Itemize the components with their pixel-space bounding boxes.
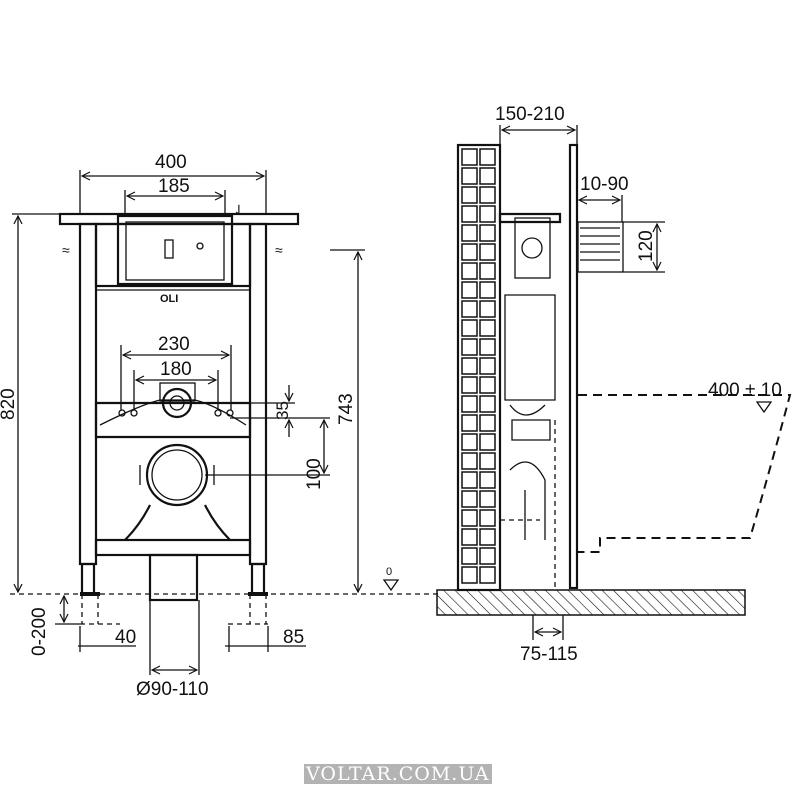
tile [461, 262, 478, 280]
tile [461, 509, 478, 527]
tile [461, 395, 478, 413]
dim-230: 230 [158, 334, 190, 355]
svg-text:≈: ≈ [275, 242, 283, 258]
tile [461, 300, 478, 318]
tile [479, 414, 496, 432]
left-foot [80, 562, 96, 596]
tile [479, 490, 496, 508]
tile [479, 167, 496, 185]
tile [479, 376, 496, 394]
dim-drain-diameter: Ø90-110 [136, 679, 209, 700]
tile [461, 205, 478, 223]
tile [479, 452, 496, 470]
dim-100: 100 [304, 458, 325, 490]
tile [479, 338, 496, 356]
dim-40: 40 [115, 627, 136, 648]
tile [479, 300, 496, 318]
bottom-rail [94, 538, 252, 557]
flush-opening [125, 221, 225, 281]
wall-hung-toilet-outline [578, 394, 792, 553]
brand-logo: OLI [160, 293, 178, 305]
tile [479, 224, 496, 242]
tile [479, 528, 496, 546]
floor-level-label: 0 [386, 566, 392, 578]
tile [479, 357, 496, 375]
tile [479, 566, 496, 584]
cistern-side [504, 294, 556, 401]
dim-85: 85 [283, 627, 304, 648]
watermark: VOLTAR.COM.UA [304, 763, 492, 785]
dim-120: 120 [636, 230, 657, 262]
tile [461, 414, 478, 432]
tile [479, 471, 496, 489]
tile [461, 433, 478, 451]
side-view: 150-210 10-90 120 400 ± 10 75-115 [436, 104, 792, 665]
dim-75-115: 75-115 [520, 644, 578, 665]
tile [461, 357, 478, 375]
tile [461, 186, 478, 204]
tile [461, 281, 478, 299]
front-panel [568, 143, 579, 590]
front-view: OLI ≈ ≈ ⇃ 400 185 230 180 [0, 152, 440, 700]
level-marker-icon [382, 579, 400, 592]
tile [461, 376, 478, 394]
dim-10-90: 10-90 [580, 174, 629, 195]
tile [461, 471, 478, 489]
dim-400: 400 [155, 152, 187, 173]
tile [479, 243, 496, 261]
tile [479, 395, 496, 413]
tile [461, 167, 478, 185]
wall-tiles [461, 148, 496, 584]
wall-inlet [577, 221, 624, 273]
tile [479, 433, 496, 451]
tile [479, 319, 496, 337]
svg-text:≈: ≈ [62, 242, 70, 258]
dim-35: 35 [273, 401, 292, 420]
tile [479, 186, 496, 204]
tile [461, 566, 478, 584]
tile [479, 281, 496, 299]
flush-plate-frame [116, 214, 234, 286]
floor-slab [436, 589, 746, 616]
dim-185: 185 [158, 176, 190, 197]
tile [479, 262, 496, 280]
tile [479, 547, 496, 565]
cistern-housing [94, 222, 252, 288]
dim-0-200: 0-200 [29, 607, 50, 656]
tile [461, 319, 478, 337]
seat-level-marker-icon [755, 401, 773, 414]
dim-743: 743 [336, 393, 357, 425]
dim-seat-height: 400 ± 10 [708, 380, 782, 401]
dim-150-210: 150-210 [495, 104, 565, 125]
tile [461, 528, 478, 546]
flush-button [164, 239, 174, 259]
tile [461, 224, 478, 242]
tile [479, 148, 496, 166]
tile [461, 452, 478, 470]
dim-180: 180 [160, 359, 192, 380]
right-post [248, 222, 268, 566]
drain-pipe [148, 553, 199, 602]
tile [461, 338, 478, 356]
side-top-rail [498, 212, 562, 224]
left-post [78, 222, 98, 566]
drain-outlet [145, 443, 209, 507]
tiled-wall [456, 143, 502, 592]
tile [461, 148, 478, 166]
tile [461, 490, 478, 508]
tile [479, 509, 496, 527]
right-foot [250, 562, 266, 596]
dim-820: 820 [0, 388, 19, 420]
svg-text:⇃: ⇃ [233, 202, 245, 218]
tile [479, 205, 496, 223]
tile [461, 243, 478, 261]
tile [461, 547, 478, 565]
